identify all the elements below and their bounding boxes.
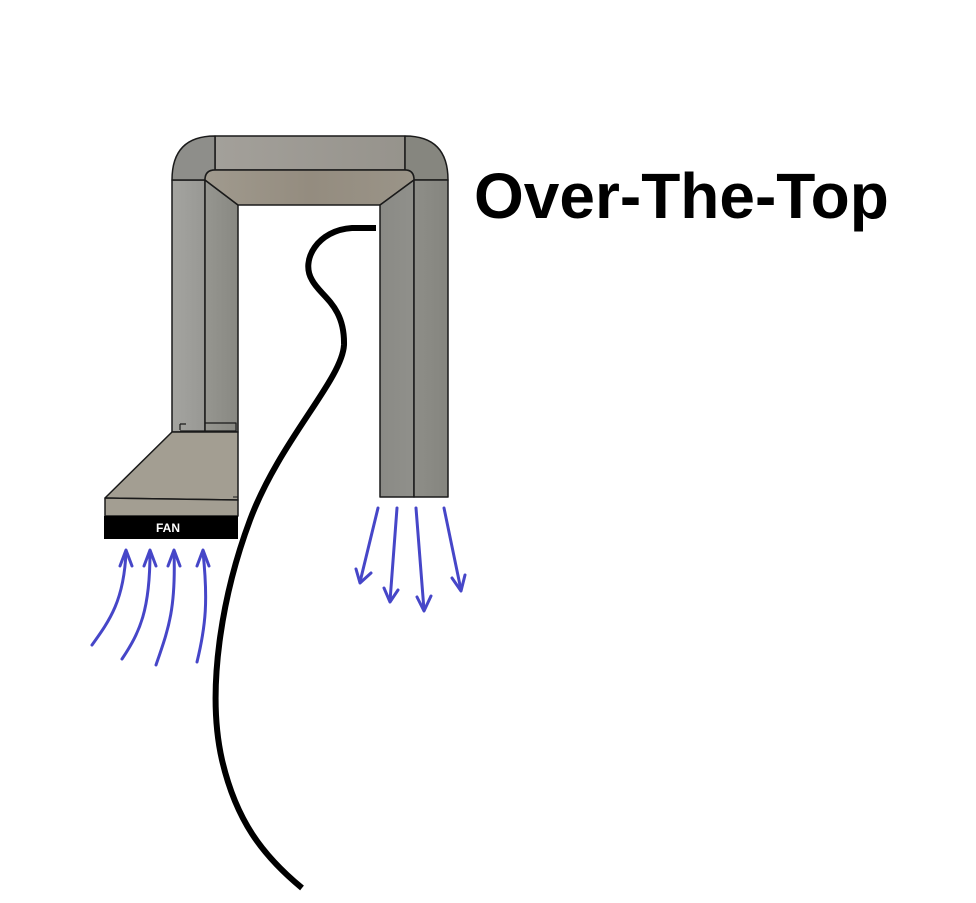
intake-arrow-4 — [195, 548, 211, 664]
hood-front — [104, 497, 239, 517]
intake-arrow-3 — [154, 548, 182, 667]
exhaust-arrow-2 — [382, 506, 400, 604]
diagram-title: Over-The-Top — [474, 160, 889, 232]
intake-arrow-2 — [120, 548, 158, 661]
fan: FAN — [104, 516, 238, 539]
duct-inlet-inner-face — [204, 179, 239, 433]
duct-outlet-column — [413, 179, 449, 498]
power-cable — [212, 225, 376, 891]
duct-top-inner-face — [204, 169, 415, 206]
duct-inlet-column — [171, 179, 206, 433]
exhaust-arrow-1 — [354, 506, 380, 585]
hood-slope — [104, 431, 239, 501]
intake-arrows — [90, 548, 211, 667]
duct-top-bridge — [214, 135, 406, 171]
range-hood — [104, 422, 239, 517]
duct-assembly — [171, 135, 449, 498]
exhaust-arrow-4 — [442, 506, 467, 593]
exhaust-arrow-3 — [414, 506, 433, 613]
fan-label: FAN — [156, 521, 180, 535]
duct-outlet-inner-face — [379, 179, 415, 498]
exhaust-arrows — [354, 506, 467, 613]
intake-arrow-1 — [90, 548, 134, 647]
